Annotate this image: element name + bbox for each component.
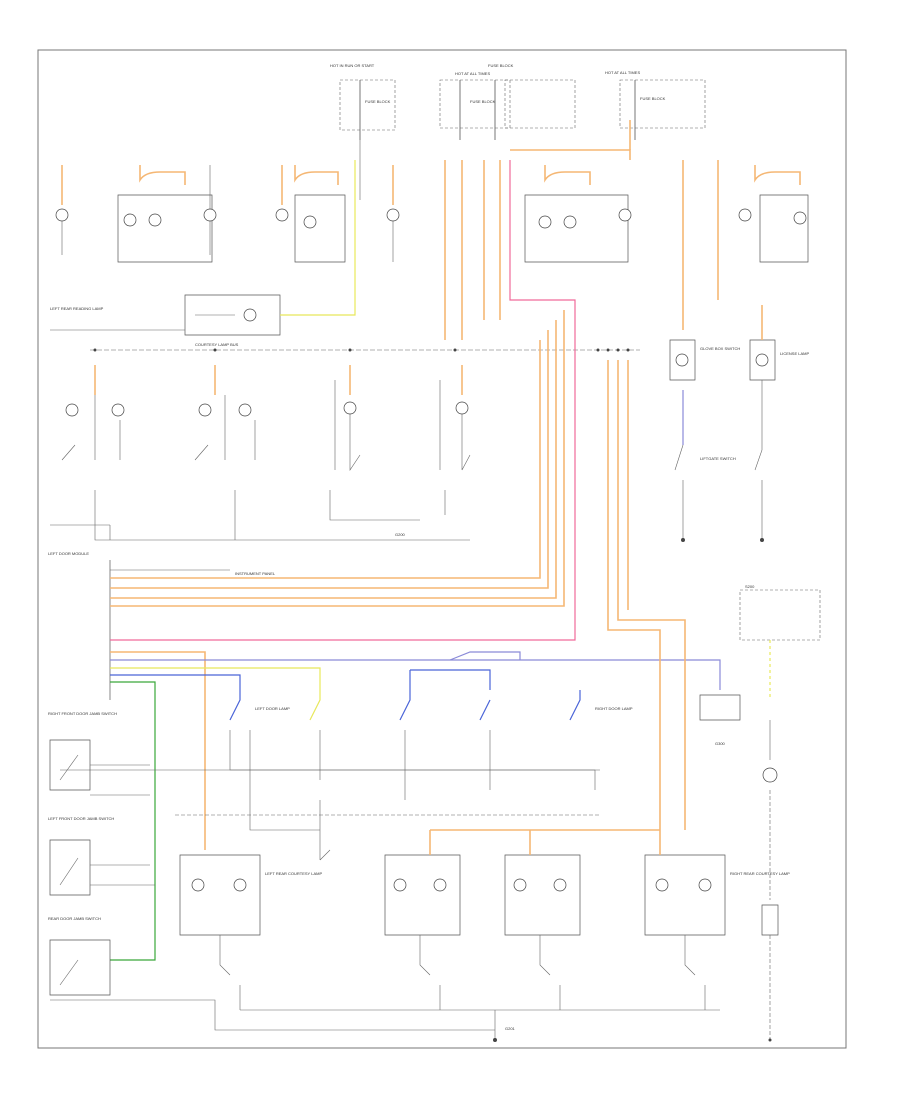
right-edge-assembly: S200 G300 (699, 584, 821, 1042)
label-ground-g1: G200 (395, 532, 406, 537)
door-module-connector: LEFT DOOR MODULE INSTRUMENT PANEL (48, 160, 721, 961)
label-fuse-b: FUSE BLOCK (488, 63, 514, 68)
label-left-rear-lamp: LEFT REAR COURTESY LAMP (265, 871, 322, 876)
label-lf-door-jamb: LEFT FRONT DOOR JAMB SWITCH (48, 816, 114, 821)
lower-switch-row: LEFT DOOR LAMP RIGHT DOOR LAMP (60, 669, 633, 831)
middle-lamp-row: G200 (50, 365, 471, 541)
label-rear-door-jamb: REAR DOOR JAMB SWITCH (48, 916, 101, 921)
label-liftgate: LIFTGATE SWITCH (700, 456, 736, 461)
label-right-rear-lamp: RIGHT REAR COURTESY LAMP (730, 871, 790, 876)
label-left-door-lamp: LEFT DOOR LAMP (255, 706, 290, 711)
label-hot-all: HOT AT ALL TIMES (605, 70, 640, 75)
label-fuse-c: FUSE BLOCK (470, 99, 496, 104)
left-rear-reading-lamp: LEFT REAR READING LAMP (50, 160, 356, 336)
label-license-lamp: LICENSE LAMP (780, 351, 809, 356)
top-lamp-row (55, 140, 809, 340)
right-mid-assembly: GLOVE BOX SWITCH LIFTGATE SWITCH LICENSE… (669, 305, 809, 542)
label-splice: S200 (745, 584, 755, 589)
label-fuse-a: FUSE BLOCK (365, 99, 391, 104)
label-door-module: LEFT DOOR MODULE (48, 551, 89, 556)
label-courtesy-bus: COURTESY LAMP BUS (195, 342, 239, 347)
diagram-frame (37, 49, 847, 1049)
label-ground-g2: G201 (505, 1026, 516, 1031)
label-glove-box-lamp: GLOVE BOX SWITCH (700, 346, 740, 351)
label-rf-door-jamb: RIGHT FRONT DOOR JAMB SWITCH (48, 711, 117, 716)
top-feed-labels: HOT IN RUN OR START HOT AT ALL TIMES FUS… (330, 63, 666, 104)
door-jamb-switches: RIGHT FRONT DOOR JAMB SWITCH LEFT FRONT … (48, 711, 495, 1031)
label-dash-panel: INSTRUMENT PANEL (235, 571, 276, 576)
courtesy-bus: COURTESY LAMP BUS (90, 342, 640, 352)
label-hot-run: HOT IN RUN OR START (330, 63, 375, 68)
label-hot-mid: HOT AT ALL TIMES (455, 71, 490, 76)
label-left-rear-reading: LEFT REAR READING LAMP (50, 306, 104, 311)
fuse-blocks (339, 79, 706, 140)
bottom-lamp-row: LEFT REAR COURTESY LAMP RIGHT REAR COURT… (179, 800, 790, 1042)
label-ground-g3: G300 (715, 741, 726, 746)
label-right-door-lamp: RIGHT DOOR LAMP (595, 706, 633, 711)
label-fuse-d: FUSE BLOCK (640, 96, 666, 101)
